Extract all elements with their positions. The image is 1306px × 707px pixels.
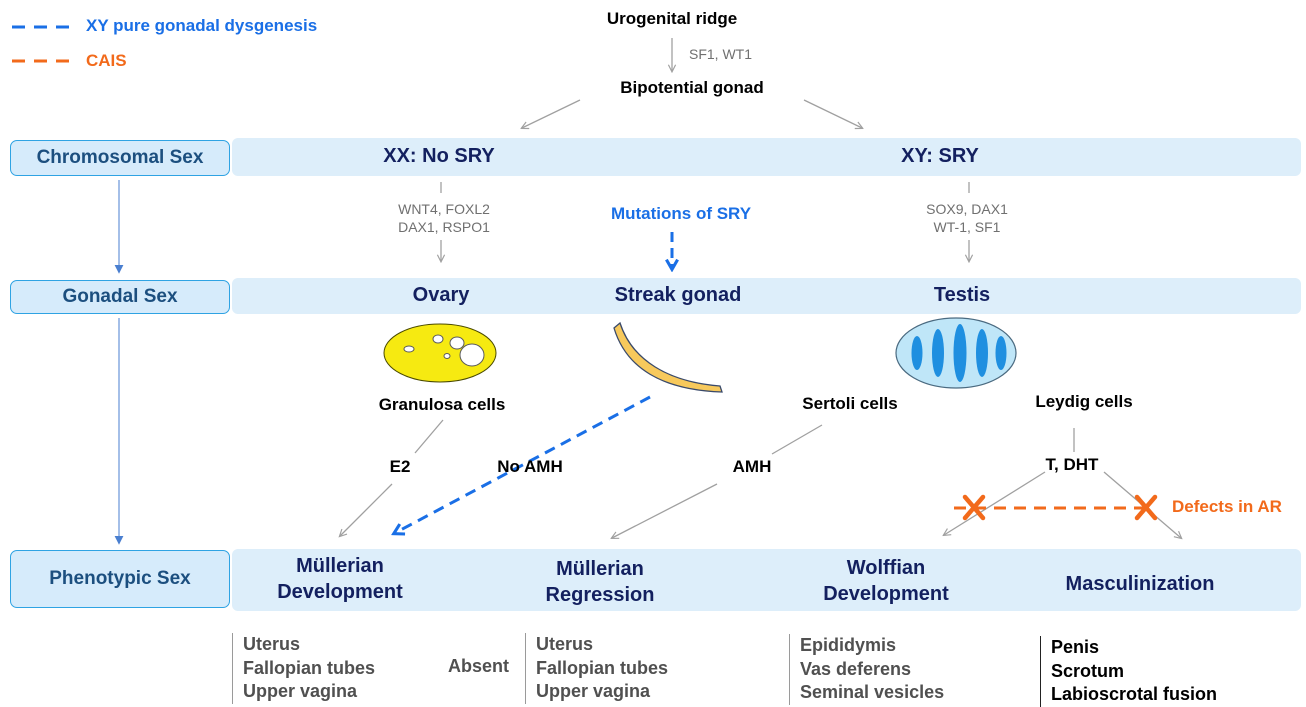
granulosa-cells: Granulosa cells <box>378 395 506 414</box>
arrow-e2-to-mullerian <box>340 483 393 536</box>
arrow-gonad-to-xy <box>803 99 862 128</box>
streak-gonad-label: Streak gonad <box>614 284 742 306</box>
list-item: Fallopian tubes <box>536 657 669 678</box>
legend-cais-label: CAIS <box>86 51 127 70</box>
legend-xy-label: XY pure gonadal dysgenesis <box>86 16 318 35</box>
xy-genes-line2: WT-1, SF1 <box>933 219 1001 235</box>
list-item: Upper vagina <box>536 681 651 701</box>
streak-gonad-icon <box>613 321 723 393</box>
e2-label: E2 <box>389 457 411 476</box>
gonadal-sex-label: Gonadal Sex <box>10 280 230 314</box>
gonadal-band <box>232 278 1301 314</box>
line-sertoli-to-amh <box>771 424 823 455</box>
mullerian-regression-structures: Uterus Fallopian tubes Upper vagina <box>525 633 668 704</box>
mutations-of-sry: Mutations of SRY <box>610 204 752 223</box>
testis-label: Testis <box>933 284 991 306</box>
mullerian-development-structures: Uterus Fallopian tubes Upper vagina <box>232 633 375 704</box>
sertoli-cells: Sertoli cells <box>802 394 898 413</box>
masculinization: Masculinization <box>1065 573 1215 595</box>
no-amh-label: No AMH <box>497 457 563 476</box>
arrow-gonad-to-xx <box>522 99 581 128</box>
cross-mark-icon <box>1134 494 1158 521</box>
list-item: Labioscrotal fusion <box>1051 684 1218 704</box>
xy-sry: XY: SRY <box>901 145 979 167</box>
sf1-wt1-label: SF1, WT1 <box>689 46 753 62</box>
testis-icon <box>895 317 1017 389</box>
mullerian-regression: Müllerian Regression <box>546 556 655 608</box>
wolffian-development-line2: Development <box>823 583 949 605</box>
list-item: Vas deferens <box>800 658 912 679</box>
wolffian-development: Wolffian Development <box>823 555 949 607</box>
xy-genes-line1: SOX9, DAX1 <box>926 201 1008 217</box>
chromosomal-band <box>232 138 1301 176</box>
cross-mark-icon <box>962 494 986 521</box>
amh-label: AMH <box>732 457 772 476</box>
xx-no-sry: XX: No SRY <box>383 145 495 167</box>
mullerian-development: Müllerian Development <box>277 553 403 605</box>
arrow-tdht-to-wolffian <box>944 471 1046 535</box>
urogenital-ridge: Urogenital ridge <box>606 9 738 28</box>
xx-genes-line2: DAX1, RSPO1 <box>398 219 490 235</box>
phenotypic-sex-label: Phenotypic Sex <box>10 550 230 608</box>
arrow-amh-to-regression <box>612 483 718 538</box>
list-item: Fallopian tubes <box>243 657 376 678</box>
mullerian-regression-line2: Regression <box>545 584 655 606</box>
masculinization-structures: Penis Scrotum Labioscrotal fusion <box>1040 636 1217 707</box>
list-item: Upper vagina <box>243 681 358 701</box>
wolffian-development-line1: Wolffian <box>846 557 926 579</box>
wolffian-structures: Epididymis Vas deferens Seminal vesicles <box>789 634 944 705</box>
list-item: Penis <box>1051 637 1100 657</box>
mullerian-development-line2: Development <box>277 581 403 603</box>
xy-genes: SOX9, DAX1 WT-1, SF1 <box>926 200 1008 236</box>
chromosomal-sex-label: Chromosomal Sex <box>10 140 230 176</box>
mullerian-development-line1: Müllerian <box>296 555 384 577</box>
t-dht-label: T, DHT <box>1045 455 1099 474</box>
list-item: Uterus <box>243 634 301 654</box>
list-item: Uterus <box>536 634 594 654</box>
xx-genes-line1: WNT4, FOXL2 <box>398 201 490 217</box>
list-item: Seminal vesicles <box>800 682 945 702</box>
bipotential-gonad: Bipotential gonad <box>620 78 764 97</box>
mullerian-regression-line1: Müllerian <box>556 558 644 580</box>
leydig-cells: Leydig cells <box>1035 392 1133 411</box>
defects-in-ar: Defects in AR <box>1172 497 1282 516</box>
list-item: Epididymis <box>800 635 897 655</box>
ovary-label: Ovary <box>412 284 470 306</box>
list-item: Scrotum <box>1051 660 1125 681</box>
phenotypic-band <box>232 549 1301 611</box>
ovary-icon <box>383 323 497 383</box>
arrow-streak-no-amh <box>395 395 651 533</box>
xx-genes: WNT4, FOXL2 DAX1, RSPO1 <box>398 200 490 236</box>
absent-label: Absent <box>448 656 510 676</box>
line-granulosa-to-e2 <box>414 419 444 454</box>
